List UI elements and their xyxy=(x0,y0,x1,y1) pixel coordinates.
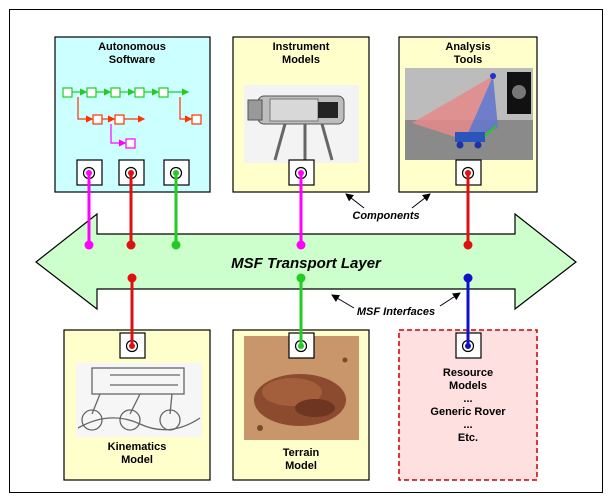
resource-line-5: ... xyxy=(463,419,472,431)
transport-layer-label: MSF Transport Layer xyxy=(231,255,382,272)
components-label: Components xyxy=(352,210,419,222)
instrument-title-2: Models xyxy=(282,54,320,66)
analysis-image xyxy=(405,68,533,160)
transport-layer: MSF Transport Layer xyxy=(35,212,577,311)
kinematics-image xyxy=(76,363,202,437)
connection-lines xyxy=(87,173,470,346)
kinematics-title-1: Kinematics xyxy=(108,441,167,453)
terrain-title-1: Terrain xyxy=(283,447,320,459)
instrument-title-1: Instrument xyxy=(273,41,330,53)
autonomous-title-2: Software xyxy=(109,54,155,66)
interfaces-annotation: MSF Interfaces xyxy=(331,292,461,318)
interfaces-label: MSF Interfaces xyxy=(357,306,435,318)
software-flow-icon xyxy=(62,87,202,149)
resource-models-box: Resource Models ... Generic Rover ... Et… xyxy=(398,329,538,481)
diagram-frame xyxy=(9,9,603,493)
components-annotation: Components xyxy=(345,193,431,222)
terrain-image xyxy=(244,336,359,440)
autonomous-software-box: Autonomous Software xyxy=(54,36,211,193)
terrain-model-box: Terrain Model xyxy=(232,329,370,481)
resource-line-1: Resource xyxy=(443,367,493,379)
terrain-title-2: Model xyxy=(285,460,317,472)
resource-line-2: Models xyxy=(449,380,487,392)
kinematics-model-box: Kinematics Model xyxy=(63,329,211,481)
analysis-title-2: Tools xyxy=(454,54,483,66)
analysis-title-1: Analysis xyxy=(445,41,490,53)
autonomous-title-1: Autonomous xyxy=(98,41,166,53)
connection-dots xyxy=(84,170,473,349)
instrument-image xyxy=(244,85,359,163)
resource-line-4: Generic Rover xyxy=(430,406,506,418)
instrument-models-box: Instrument Models xyxy=(232,36,370,193)
resource-line-3: ... xyxy=(463,393,472,405)
resource-line-6: Etc. xyxy=(458,432,478,444)
kinematics-title-2: Model xyxy=(121,454,153,466)
analysis-tools-box: Analysis Tools xyxy=(398,36,538,193)
